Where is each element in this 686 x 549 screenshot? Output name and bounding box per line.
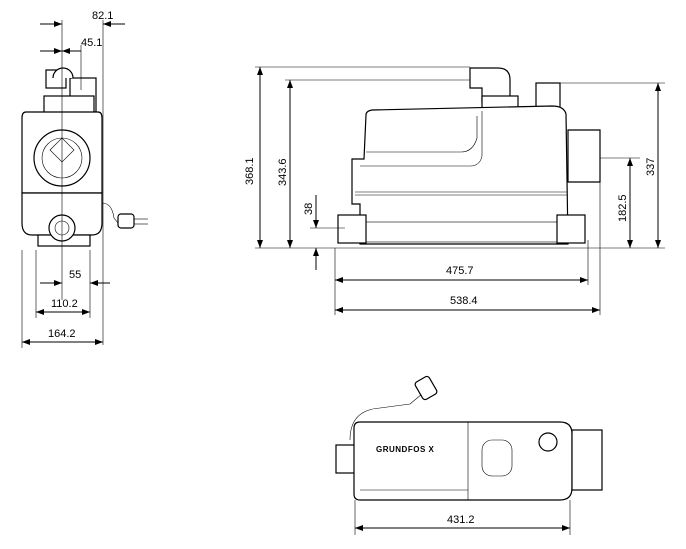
side-inlet xyxy=(571,429,603,491)
dim-82-1: 82.1 xyxy=(92,10,113,22)
dim-368-1: 368.1 xyxy=(244,157,256,185)
right-inlet xyxy=(556,214,586,244)
side-body xyxy=(351,105,569,245)
top-inlet-circle xyxy=(538,432,558,452)
dim-45-1: 45.1 xyxy=(81,37,102,49)
dim-38: 38 xyxy=(303,203,315,215)
dim-164-2: 164.2 xyxy=(48,328,76,340)
left-inlet xyxy=(337,214,367,244)
front-view: 82.1 45.1 55 110.2 164.2 xyxy=(21,10,148,348)
side-inlet xyxy=(567,129,601,183)
power-plug-icon xyxy=(117,213,135,229)
dim-343-6: 343.6 xyxy=(277,158,289,186)
grundfos-logo: GRUNDFOS X xyxy=(376,445,435,454)
top-body xyxy=(353,421,573,501)
dim-55: 55 xyxy=(69,269,81,281)
top-view: GRUNDFOS X 431.2 xyxy=(335,375,603,535)
outlet-elbow xyxy=(52,67,74,79)
side-view: 368.1 343.6 38 475.7 538.4 182.5 337 xyxy=(244,66,665,315)
left-inlet xyxy=(335,444,357,474)
dim-182-5: 182.5 xyxy=(617,194,629,222)
dim-431-2: 431.2 xyxy=(447,514,475,526)
dim-110-2: 110.2 xyxy=(51,298,78,310)
power-cord xyxy=(101,202,119,224)
dim-538-4: 538.4 xyxy=(450,295,478,307)
dim-475-7: 475.7 xyxy=(446,265,474,277)
power-plug-icon xyxy=(414,375,438,401)
power-cord xyxy=(349,393,423,441)
dim-337: 337 xyxy=(645,158,657,176)
